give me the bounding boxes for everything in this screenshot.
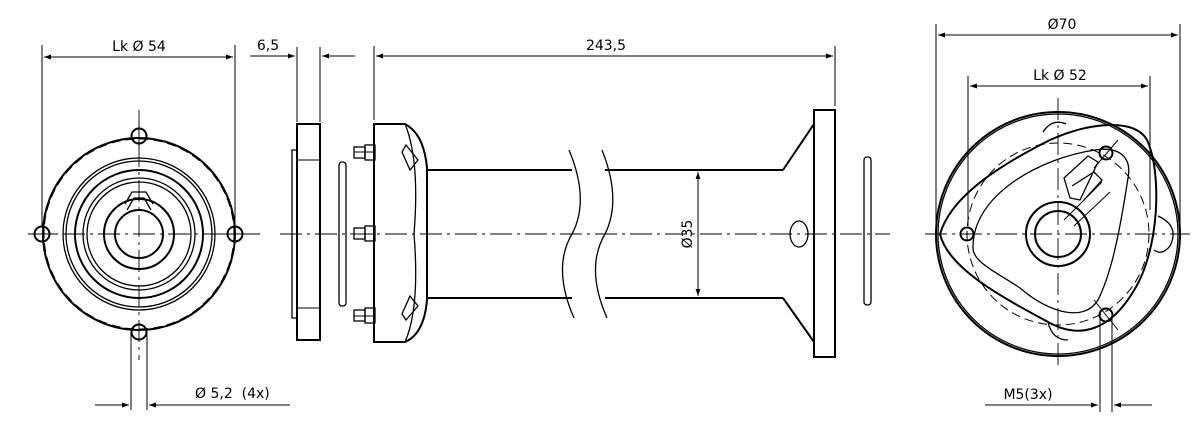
dim-m5-label: M5(3x) xyxy=(1003,387,1052,403)
left-flange-front-view xyxy=(28,110,262,360)
dim-tube-diameter: Ø35 xyxy=(680,172,701,296)
dim-thread: M5(3x) xyxy=(985,315,1152,412)
dim-right-bolt-circle: Lk Ø 52 xyxy=(967,68,1151,226)
dim-lk52-label: Lk Ø 52 xyxy=(1033,68,1087,84)
dim-tube-length: 243,5 xyxy=(373,38,836,120)
dim-lk54-label: Lk Ø 54 xyxy=(112,39,166,55)
side-view xyxy=(280,109,890,358)
dim-d70-label: Ø70 xyxy=(1048,17,1077,33)
dim-hole-label: Ø 5,2 (4x) xyxy=(195,386,270,402)
dim-flange-thickness: 6,5 xyxy=(250,38,355,122)
right-front-view xyxy=(925,98,1190,370)
dim-d35-label: Ø35 xyxy=(680,220,696,249)
dim-6-5-label: 6,5 xyxy=(257,38,279,54)
dim-outer-diameter: Ø70 xyxy=(935,17,1181,226)
dim-243-5-label: 243,5 xyxy=(586,38,626,54)
dim-hole-diameter: Ø 5,2 (4x) xyxy=(95,332,290,410)
screw xyxy=(353,144,376,324)
dim-left-bolt-circle: Lk Ø 54 xyxy=(41,39,236,226)
